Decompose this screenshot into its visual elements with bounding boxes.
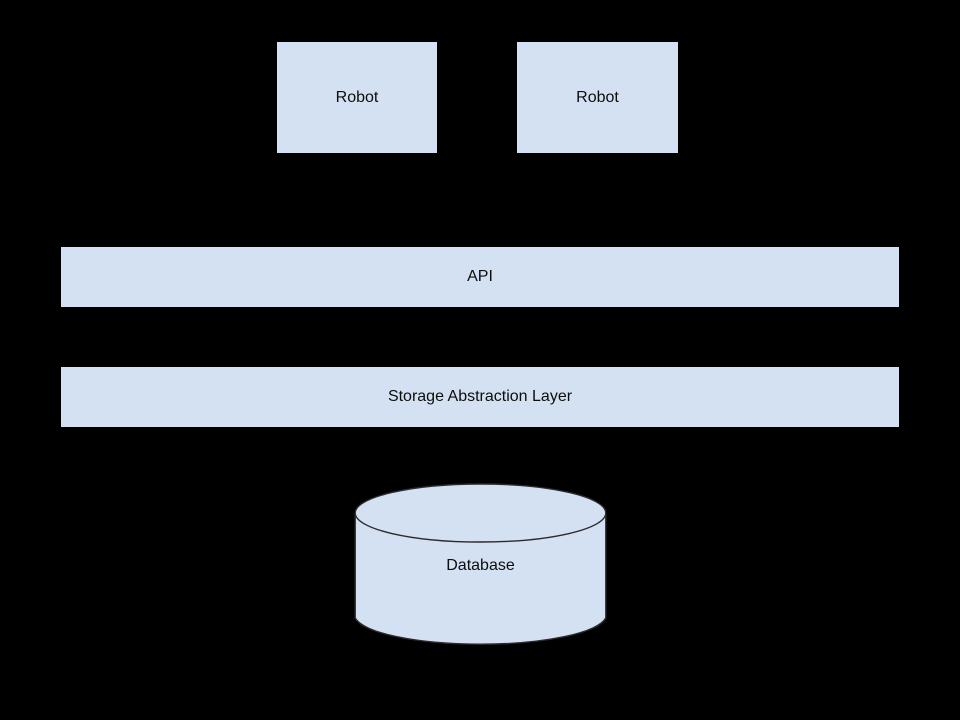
database-cylinder-icon xyxy=(354,483,607,645)
node-storage-abstraction-layer[interactable]: Storage Abstraction Layer xyxy=(61,367,899,427)
node-robot-2[interactable]: Robot xyxy=(517,42,678,153)
node-robot-1-label: Robot xyxy=(335,88,379,106)
node-robot-1[interactable]: Robot xyxy=(277,42,437,153)
node-database[interactable]: Database xyxy=(354,483,607,648)
node-api-layer-label: API xyxy=(467,268,493,286)
node-robot-2-label: Robot xyxy=(576,88,619,106)
node-storage-abstraction-layer-label: Storage Abstraction Layer xyxy=(387,388,573,406)
node-api-layer[interactable]: API xyxy=(61,247,899,307)
